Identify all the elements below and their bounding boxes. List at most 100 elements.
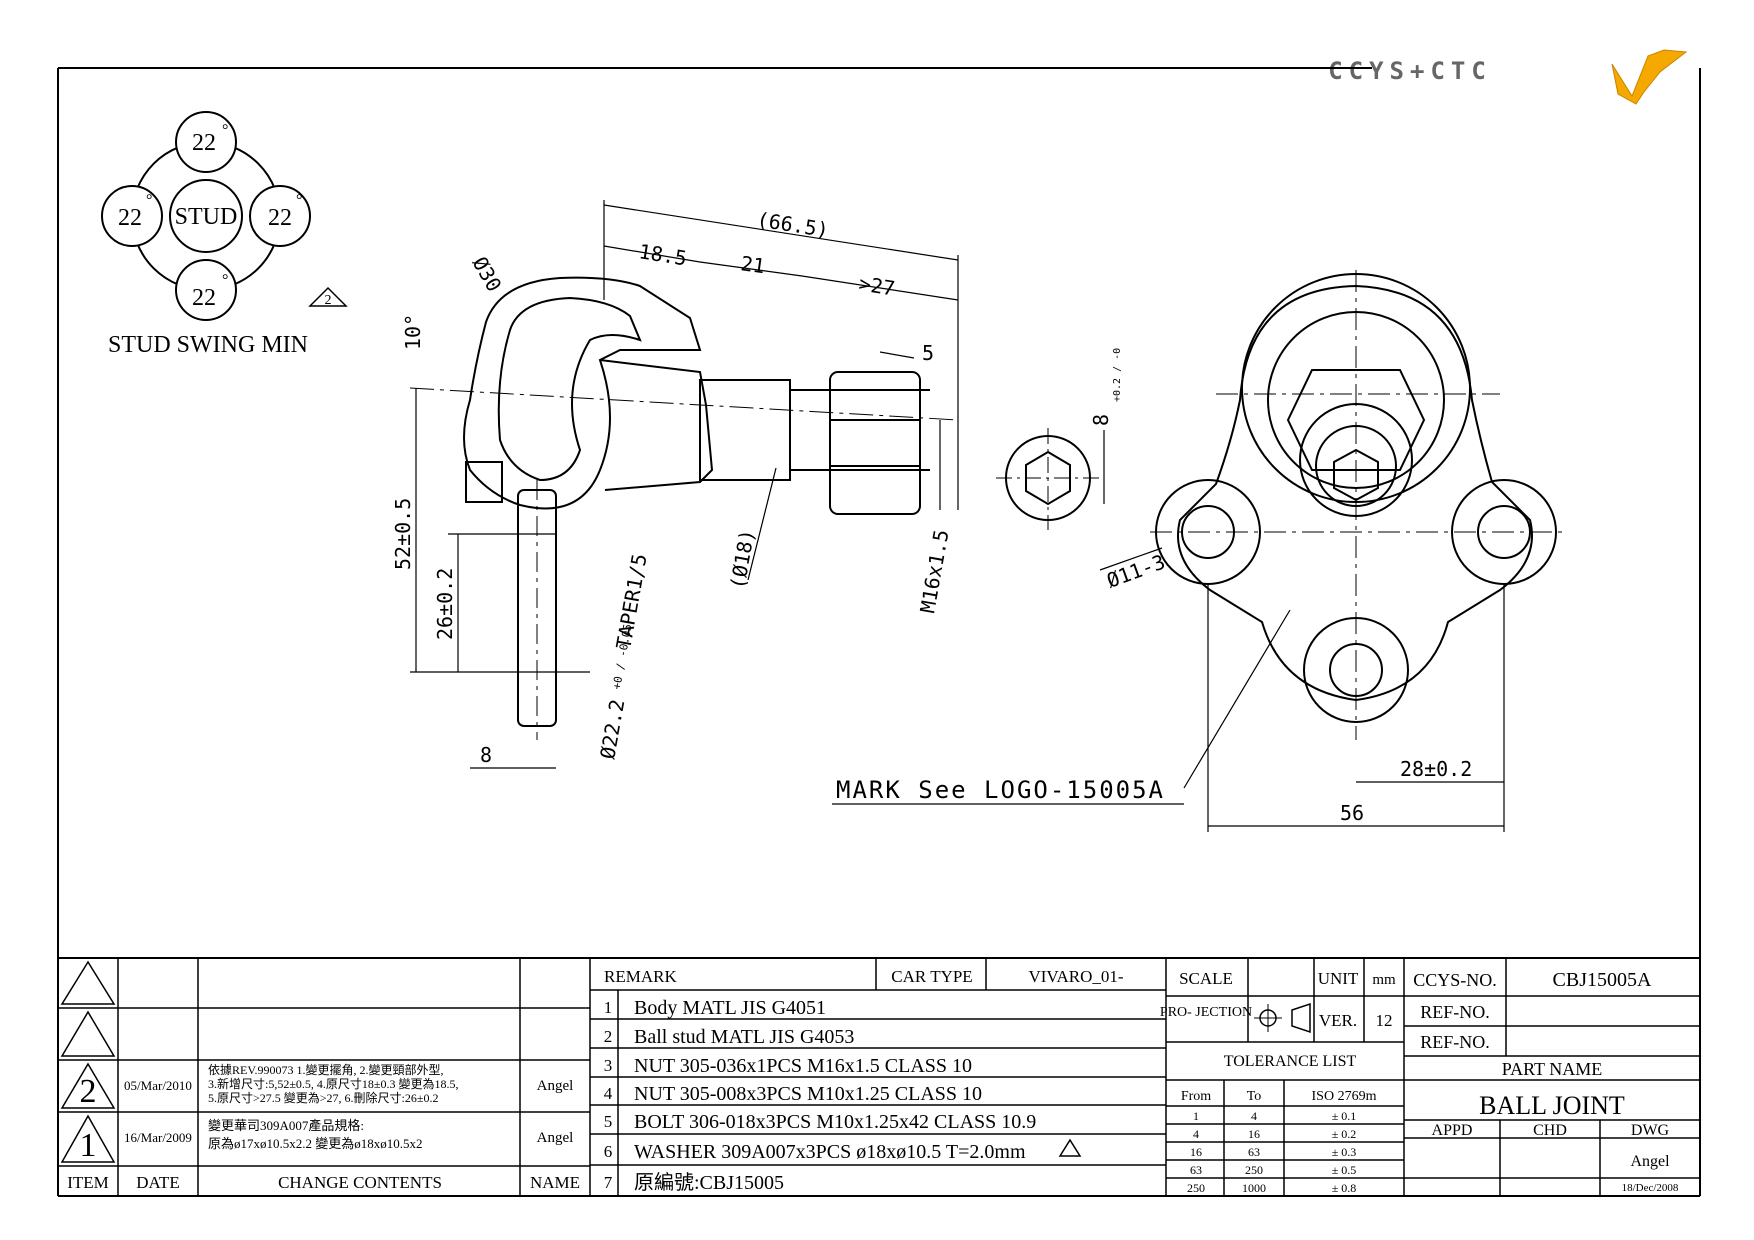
castle-nut	[829, 371, 921, 515]
remark-text-7: 原編號:CBJ15005	[634, 1171, 784, 1194]
tol-row-4-to: 250	[1245, 1163, 1263, 1177]
tol-row-1-from: 1	[1193, 1109, 1199, 1123]
dim-phi11-leader	[1099, 547, 1163, 571]
drawn-date: 18/Dec/2008	[1622, 1182, 1679, 1194]
revision-header-item: ITEM	[67, 1173, 109, 1192]
body-nut-hex	[1286, 369, 1426, 471]
housing-inner	[497, 296, 642, 482]
logo-mark-icon	[1611, 49, 1688, 105]
unit-value: mm	[1372, 972, 1396, 988]
swing-top-angle: 22	[192, 130, 216, 156]
swing-right-angle: 22	[268, 205, 292, 231]
revision-2-triangle	[308, 286, 348, 307]
housing-body	[463, 276, 702, 510]
remark-text-2: Ball stud MATL JIS G4053	[634, 1026, 854, 1048]
chd-label: CHD	[1533, 1122, 1567, 1139]
ref-no-label-1: REF-NO.	[1420, 1002, 1490, 1022]
revision-triangle-1	[60, 1114, 116, 1163]
tol-row-3-to: 63	[1248, 1145, 1260, 1159]
revision-contents-2a: 依據REV.990073 1.變更擺角, 2.變更頸部外型,	[208, 1062, 443, 1077]
remark-text-5: BOLT 306-018x3PCS M10x1.25x42 CLASS 10.9	[634, 1111, 1036, 1133]
swing-left-angle: 22	[118, 205, 142, 231]
projection-label: PRO- JECTION	[1160, 1005, 1252, 1020]
flange-outline	[1177, 284, 1533, 702]
dim-m16: M16x1.5	[915, 528, 953, 615]
dim-18-5: 18.5	[637, 239, 688, 270]
revision-name-2: Angel	[537, 1078, 574, 1094]
tol-header-to: To	[1247, 1089, 1262, 1104]
dim-56: 56	[1340, 801, 1364, 825]
remark-text-1: Body MATL JIS G4051	[634, 997, 826, 1019]
dim-overall-line	[603, 204, 959, 261]
remark-no-6: 6	[604, 1142, 613, 1161]
mark-logo-note: MARK See LOGO-15005A	[836, 776, 1165, 804]
ccys-no-value: CBJ15005A	[1553, 969, 1652, 991]
company-logo: CCYS+CTC	[1328, 49, 1688, 105]
title-block-grid	[58, 958, 1700, 1196]
tol-row-1-iso: ± 0.1	[1332, 1109, 1357, 1123]
part-name-value: BALL JOINT	[1479, 1091, 1625, 1120]
washer-revision-triangle	[1058, 1138, 1082, 1157]
tol-row-4-iso: ± 0.5	[1332, 1163, 1357, 1177]
dim-phi18: (Ø18)	[725, 527, 759, 590]
dim-overall: (66.5)	[755, 207, 830, 242]
revision-contents-2c: 5.原尺寸>27.5 變更為>27, 6.刪除尺寸:26±0.2	[208, 1090, 438, 1105]
dim-27: >27	[857, 271, 896, 300]
drawer-name: Angel	[1630, 1153, 1670, 1170]
dim-hex-8: 8	[1089, 414, 1113, 426]
remarks-table: REMARK CAR TYPE VIVARO_01- 1 Body MATL J…	[604, 967, 1124, 1194]
car-type-value: VIVARO_01-	[1028, 967, 1123, 986]
tol-row-5-iso: ± 0.8	[1332, 1181, 1357, 1195]
tol-header-iso: ISO 2769m	[1312, 1089, 1377, 1104]
remark-no-3: 3	[604, 1056, 613, 1075]
ver-value: 12	[1376, 1011, 1393, 1030]
dim-26: 26±0.2	[433, 568, 457, 640]
tol-row-2-to: 16	[1248, 1127, 1260, 1141]
side-view-dimensions	[410, 200, 959, 769]
ccys-no-label: CCYS-NO.	[1413, 970, 1497, 990]
dim-8: 8	[480, 743, 492, 767]
revision-header-date: DATE	[136, 1173, 179, 1192]
ref-no-label-2: REF-NO.	[1420, 1032, 1490, 1052]
title-block: CCYS-NO. CBJ15005A REF-NO. REF-NO. PART …	[1413, 969, 1679, 1194]
dim-21: 21	[739, 251, 766, 278]
revision-contents-1b: 原為ø17xø10.5x2.2 變更為ø18xø10.5x2	[208, 1136, 423, 1151]
dim-hex-8-tol: +0.2 / -0	[1112, 348, 1123, 402]
tol-row-4-from: 63	[1190, 1163, 1202, 1177]
revision-header-contents: CHANGE CONTENTS	[278, 1173, 442, 1192]
stud-axis	[409, 387, 959, 421]
remarks-header: REMARK	[604, 967, 677, 986]
revision-triangle-blank-1	[60, 960, 116, 1005]
mounting-arm	[465, 461, 503, 503]
unit-label: UNIT	[1318, 969, 1359, 988]
remark-text-3: NUT 305-036x1PCS M16x1.5 CLASS 10	[634, 1055, 972, 1077]
remark-text-6: WASHER 309A007x3PCS ø18xø10.5 T=2.0mm	[634, 1141, 1026, 1163]
dim-21-line	[699, 261, 803, 277]
dim-phi22: Ø22.2	[595, 697, 629, 760]
tol-row-1-to: 4	[1251, 1109, 1257, 1123]
swing-top-circle	[175, 111, 237, 173]
hex-socket-detail	[996, 428, 1105, 530]
scale-label: SCALE	[1179, 969, 1233, 988]
revision-name-1: Angel	[537, 1130, 574, 1146]
revision-item-1: 1	[80, 1127, 97, 1164]
revision-triangles	[60, 960, 1311, 1163]
revision-date-1: 16/Mar/2009	[124, 1130, 192, 1145]
specs-table: SCALE UNIT mm PRO- JECTION VER. 12 TOLER…	[1160, 969, 1396, 1195]
stud-swing-labels: STUD 22 22 22 22 ° ° ° ° 2 STUD SWING MI…	[108, 122, 332, 358]
tol-row-5-to: 1000	[1242, 1181, 1266, 1195]
swing-caption: STUD SWING MIN	[108, 332, 308, 358]
swing-bottom-angle: 22	[192, 285, 216, 311]
dim-18-5-line	[603, 245, 701, 263]
revision-table: 2 1 05/Mar/2010 16/Mar/2009 依據REV.990073…	[67, 1062, 580, 1192]
tolerance-title: TOLERANCE LIST	[1224, 1053, 1357, 1070]
remark-no-5: 5	[604, 1112, 613, 1131]
swing-right-circle	[249, 185, 311, 247]
dim-18-leader	[747, 467, 777, 581]
dust-boot	[599, 359, 714, 491]
revision-triangle-2	[60, 1062, 116, 1109]
swing-center-circle	[169, 179, 243, 253]
revision-contents-2b: 3.新增尺寸:5,52±0.5, 4.原尺寸18±0.3 變更為18.5,	[208, 1076, 459, 1091]
dim-28: 28±0.2	[1400, 757, 1472, 781]
dim-5-line	[879, 351, 915, 359]
